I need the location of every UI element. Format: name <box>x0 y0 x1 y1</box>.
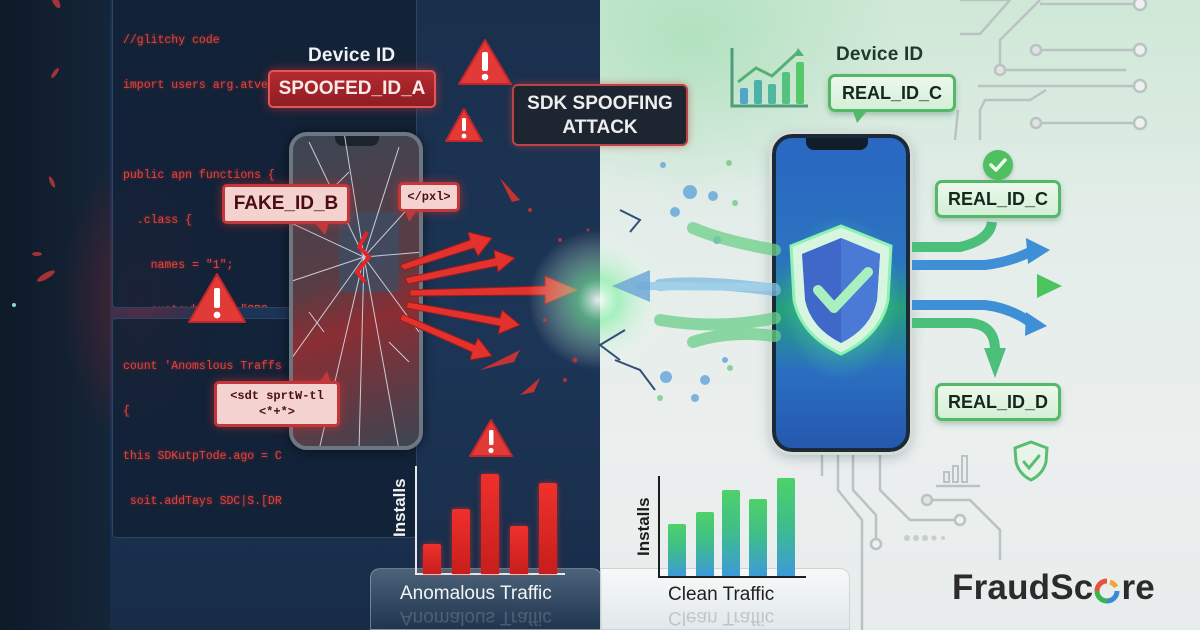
bar-5 <box>539 483 557 574</box>
chart-pedestal-left <box>370 568 602 630</box>
growth-chart-icon <box>730 48 808 108</box>
warning-triangle-icon <box>458 39 512 85</box>
chart-caption-reflection: Clean Traffic <box>668 607 775 628</box>
sdt-code-bubble: <sdt sprtW-tl <*+*> <box>214 371 340 427</box>
attack-label-line-1: SDK SPOOFING <box>527 93 673 114</box>
chart-caption: Clean Traffic <box>668 584 775 605</box>
device-id-label-protected: Device ID <box>836 44 924 65</box>
attack-side-edge <box>0 0 110 630</box>
shield-outline-icon <box>1013 440 1049 482</box>
spoofed-id-badge: SPOOFED_ID_A <box>268 70 436 108</box>
warning-triangle-icon <box>188 273 246 323</box>
chart-y-label: Installs <box>634 497 653 556</box>
real-id-badge-d: REAL_ID_D <box>935 383 1061 421</box>
chart-caption-reflection: Anomalous Traffic <box>400 607 552 628</box>
sdt-line-2: <*+*> <box>258 405 295 419</box>
bar-4 <box>749 499 767 576</box>
chart-y-axis <box>658 476 660 578</box>
bar-4 <box>510 526 528 574</box>
logo-text-suffix: re <box>1121 568 1155 607</box>
chart-y-label: Installs <box>390 478 409 537</box>
chart-y-axis <box>415 466 417 574</box>
chart-bars <box>415 470 565 574</box>
phone-notch <box>806 138 868 150</box>
pxl-code-bubble: </pxl> <box>398 182 460 222</box>
bar-1 <box>423 544 441 574</box>
fake-id-badge: FAKE_ID_B <box>222 184 350 235</box>
fraudscore-logo: FraudSc re <box>952 568 1155 608</box>
bar-1 <box>668 524 686 576</box>
check-circle-icon <box>983 150 1013 180</box>
bar-3 <box>481 474 499 574</box>
bar-5 <box>777 478 795 576</box>
anomalous-traffic-chart: Installs Anomalous Traffic Anomalous Tra… <box>390 460 600 628</box>
chart-bars <box>658 476 806 576</box>
phone-notch <box>335 136 379 146</box>
logo-text-prefix: FraudSc <box>952 568 1094 607</box>
sdt-line-1: <sdt sprtW-tl <box>230 389 324 403</box>
chart-caption: Anomalous Traffic <box>400 583 552 604</box>
device-id-label-attack: Device ID <box>308 45 396 66</box>
attack-label-line-2: ATTACK <box>562 117 638 138</box>
real-id-badge-top: REAL_ID_C <box>828 74 956 123</box>
sdk-spoofing-attack-label: SDK SPOOFING ATTACK <box>512 84 688 146</box>
shield-check-icon <box>789 224 893 356</box>
logo-o-ring-icon <box>1094 578 1120 604</box>
clean-traffic-chart: Installs Clean Traffic Clean Traffic <box>630 468 840 628</box>
protected-phone <box>769 131 913 455</box>
bar-3 <box>722 490 740 576</box>
bar-2 <box>696 512 714 576</box>
chart-x-axis <box>415 573 565 575</box>
bar-2 <box>452 509 470 574</box>
real-id-badge-verified: REAL_ID_C <box>935 180 1061 218</box>
warning-triangle-icon <box>445 108 483 142</box>
chart-x-axis <box>658 576 806 578</box>
warning-triangle-icon <box>469 419 513 457</box>
